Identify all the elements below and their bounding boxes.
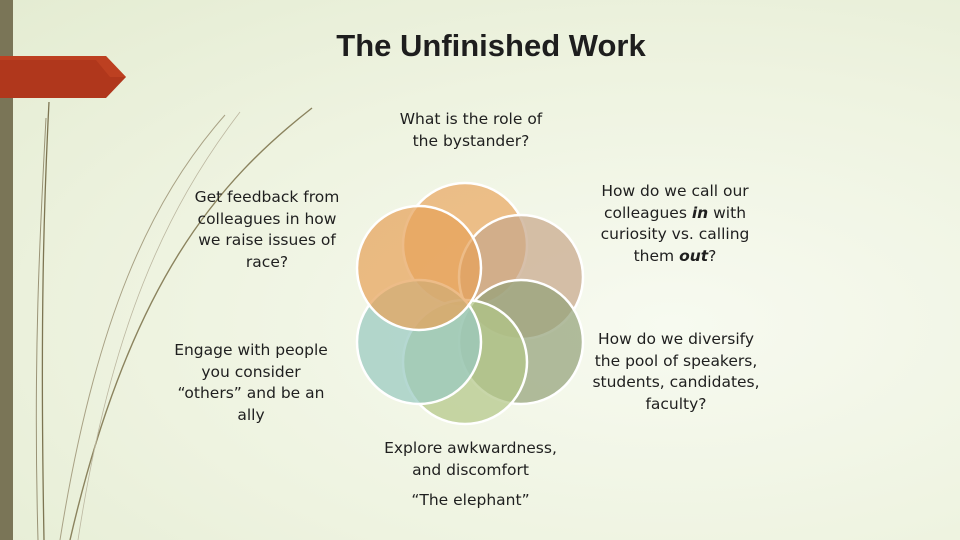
label-upper-right-text-1: How do we call our colleagues [601,182,749,222]
label-upper-right-emphasis-out: out [679,246,709,265]
label-upper-right-emphasis-in: in [691,203,709,222]
decorative-swoosh-lines [35,101,313,540]
petal-upper-left [355,204,483,332]
label-upper-right-text-2: with curiosity vs. calling them [600,203,750,265]
label-bottom-text: Explore awkwardness, and discomfort [384,439,557,479]
label-lower-left-text: Engage with people you consider “others”… [174,341,328,424]
label-top: What is the role of the bystander? [386,109,556,152]
label-lower-right: How do we diversify the pool of speakers… [591,329,761,415]
label-upper-right: How do we call our colleagues in with cu… [586,181,764,267]
label-upper-left: Get feedback from colleagues in how we r… [186,187,348,273]
label-lower-left: Engage with people you consider “others”… [168,340,334,426]
label-upper-right-text-3: ? [708,246,717,265]
bookmark-arrow-icon [0,56,126,98]
label-bottom-subtext: “The elephant” [411,491,530,509]
left-accent-bar [0,0,13,540]
slide-title: The Unfinished Work [336,28,646,63]
label-top-text: What is the role of the bystander? [399,110,543,150]
label-lower-right-text: How do we diversify the pool of speakers… [592,330,760,413]
label-upper-left-text: Get feedback from colleagues in how we r… [194,188,340,271]
label-bottom: Explore awkwardness, and discomfort “The… [373,438,568,512]
